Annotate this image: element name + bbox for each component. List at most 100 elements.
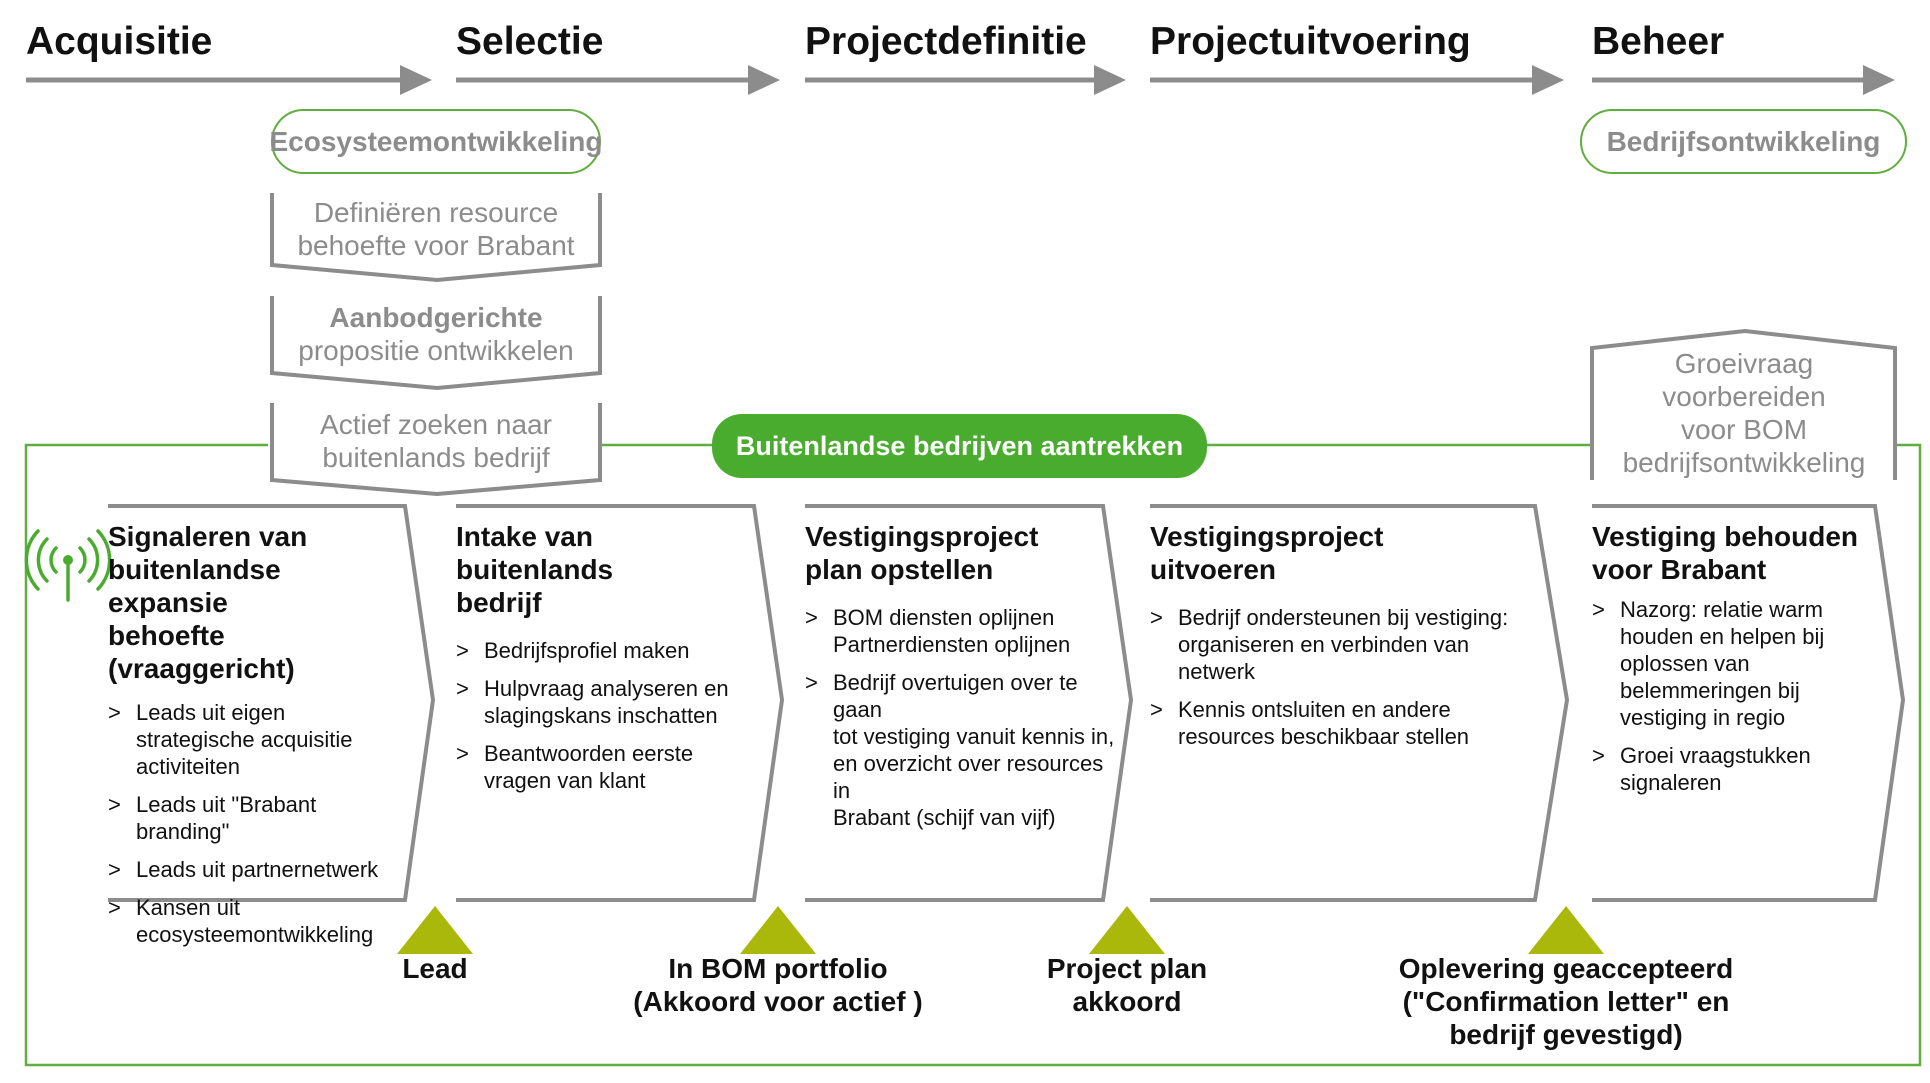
- milestone-label-2: In BOM portfolio (Akkoord voor actief ): [618, 952, 938, 1018]
- bullet-glyph: >: [1592, 597, 1605, 622]
- eco-step-2-line-1: propositie ontwikkelen: [298, 335, 574, 366]
- phase-arrow-acquisitie: [26, 65, 432, 95]
- growth-box-outline: [1590, 328, 1897, 480]
- bullet-glyph: >: [456, 676, 469, 701]
- list-item-line: netwerk: [1178, 659, 1256, 684]
- process-step-3-title-line-1: Vestigingsproject: [805, 521, 1039, 552]
- process-step-1-title-line-3: behoefte (vraaggericht): [108, 620, 295, 684]
- list-item-line: Bedrijfsprofiel maken: [484, 638, 690, 663]
- process-step-5: Vestiging behouden voor Brabant > Nazorg:…: [1592, 520, 1872, 807]
- list-item-line: Nazorg: relatie warm: [1620, 597, 1823, 622]
- list-item-line: ecosysteemontwikkeling: [136, 922, 374, 947]
- phase-arrow-selectie: [456, 65, 780, 95]
- list-item-line: Groei vraagstukken: [1620, 743, 1811, 768]
- bullet-glyph: >: [805, 605, 818, 630]
- milestone-3-line-2: akkoord: [1072, 986, 1182, 1017]
- bullet-glyph: >: [456, 741, 469, 766]
- process-step-2: Intake van buitenlands bedrijf > Bedrijfs…: [456, 520, 756, 805]
- eco-step-2-outline: [270, 296, 602, 391]
- list-item-line: resources beschikbaar stellen: [1178, 724, 1470, 749]
- growth-box-line-2: voor BOM: [1680, 414, 1808, 445]
- milestone-label-4: Oplevering geaccepteerd ("Confirmation l…: [1381, 952, 1751, 1051]
- list-item: >Leads uit partnernetwerk: [108, 856, 408, 883]
- list-item-line: vragen van klant: [484, 768, 646, 793]
- eco-step-1-outline: [270, 193, 602, 283]
- eco-step-3-line-1: Actief zoeken naar: [320, 409, 552, 440]
- eco-step-supply-proposition: Aanbodgerichte propositie ontwikkelen: [276, 296, 596, 372]
- milestone-triangle-1: [397, 906, 473, 954]
- outer-frame: [24, 443, 1922, 1067]
- milestone-label-3: Project plan akkoord: [1007, 952, 1247, 1018]
- list-item: > Bedrijfsprofiel maken: [456, 637, 756, 664]
- eco-step-3-line-2: buitenlands bedrijf: [322, 442, 550, 473]
- milestone-3-line-1: Project plan: [1046, 953, 1208, 984]
- list-item-line: belemmeringen bij: [1620, 678, 1800, 703]
- list-item-line: Leads uit eigen: [136, 700, 286, 725]
- process-step-3: Vestigingsproject plan opstellen >BOM di…: [805, 520, 1121, 842]
- list-item-line: Kansen uit: [136, 895, 240, 920]
- eco-step-1-line-1: Definiëren resource: [313, 197, 559, 228]
- bullet-glyph: >: [1592, 743, 1605, 768]
- milestone-triangle-2: [740, 906, 816, 954]
- bullet-glyph: >: [456, 638, 469, 663]
- list-item-line: tot vestiging vanuit kennis in,: [833, 724, 1115, 749]
- list-item-line: BOM diensten oplijnen: [833, 605, 1055, 630]
- process-step-4-title: Vestigingsproject uitvoeren: [1150, 520, 1530, 586]
- process-step-2-list: > Bedrijfsprofiel maken > Hulpvraag analys…: [456, 637, 756, 794]
- bullet-glyph: >: [1150, 697, 1163, 722]
- eco-step-search-foreign-company: Actief zoeken naar buitenlands bedrijf: [276, 403, 596, 479]
- milestone-triangle-4: [1528, 906, 1604, 954]
- business-development-pill: Bedrijfsontwikkeling: [1580, 109, 1907, 174]
- bullet-glyph: >: [108, 700, 121, 725]
- list-item-line: oplossen van: [1620, 651, 1750, 676]
- milestone-2-line-2: (Akkoord voor actief ): [633, 986, 923, 1017]
- list-item-line: Beantwoorden eerste: [484, 741, 694, 766]
- phase-title-projectuitvoering: Projectuitvoering: [1150, 20, 1471, 63]
- list-item-line: activiteiten: [136, 754, 240, 779]
- phase-title-acquisitie: Acquisitie: [26, 20, 213, 63]
- list-item-line: vestiging in regio: [1620, 705, 1786, 730]
- ecosystem-development-pill: Ecosysteemontwikkeling: [270, 109, 603, 174]
- list-item-line: houden en helpen bij: [1620, 624, 1825, 649]
- list-item-line: Hulpvraag analyseren en: [484, 676, 729, 701]
- list-item-line: Bedrijf overtuigen over te gaan: [833, 670, 1078, 722]
- list-item-line: signaleren: [1620, 770, 1722, 795]
- milestone-4-line-1: Oplevering geaccepteerd: [1398, 953, 1734, 984]
- antenna-signal-icon: [24, 529, 112, 602]
- list-item-line: Brabant (schijf van vijf): [833, 805, 1056, 830]
- phase-title-selectie: Selectie: [456, 20, 604, 63]
- milestone-4-line-3: bedrijf gevestigd): [1449, 1019, 1683, 1050]
- growth-box-line-1: Groeivraag voorbereiden: [1662, 348, 1826, 412]
- process-step-4-title-line-2: uitvoeren: [1150, 554, 1277, 585]
- process-step-5-title-line-1: Vestiging behouden: [1592, 521, 1859, 552]
- list-item-line: Kennis ontsluiten en andere: [1178, 697, 1451, 722]
- chevron-4-outline: [1150, 504, 1570, 902]
- process-step-5-title-line-2: voor Brabant: [1592, 554, 1767, 585]
- milestone-label-1: Lead: [335, 952, 535, 985]
- process-step-1-title-line-2: buitenlandse expansie: [108, 554, 281, 618]
- eco-step-2-bold-line: Aanbodgerichte: [329, 302, 543, 333]
- list-item-line: slagingskans inschatten: [484, 703, 718, 728]
- process-step-1: Signaleren van buitenlandse expansie beh…: [108, 520, 408, 959]
- list-item-line: Partnerdiensten oplijnen: [833, 632, 1071, 657]
- growth-box-line-3: bedrijfsontwikkeling: [1622, 447, 1866, 478]
- bullet-glyph: >: [108, 857, 121, 882]
- phase-arrow-projectuitvoering: [1150, 65, 1564, 95]
- attract-foreign-companies-banner: Buitenlandse bedrijven aantrekken: [712, 414, 1207, 478]
- process-step-5-title: Vestiging behouden voor Brabant: [1592, 520, 1872, 586]
- process-step-2-title: Intake van buitenlands bedrijf: [456, 520, 756, 619]
- chevron-2-outline: [456, 504, 785, 902]
